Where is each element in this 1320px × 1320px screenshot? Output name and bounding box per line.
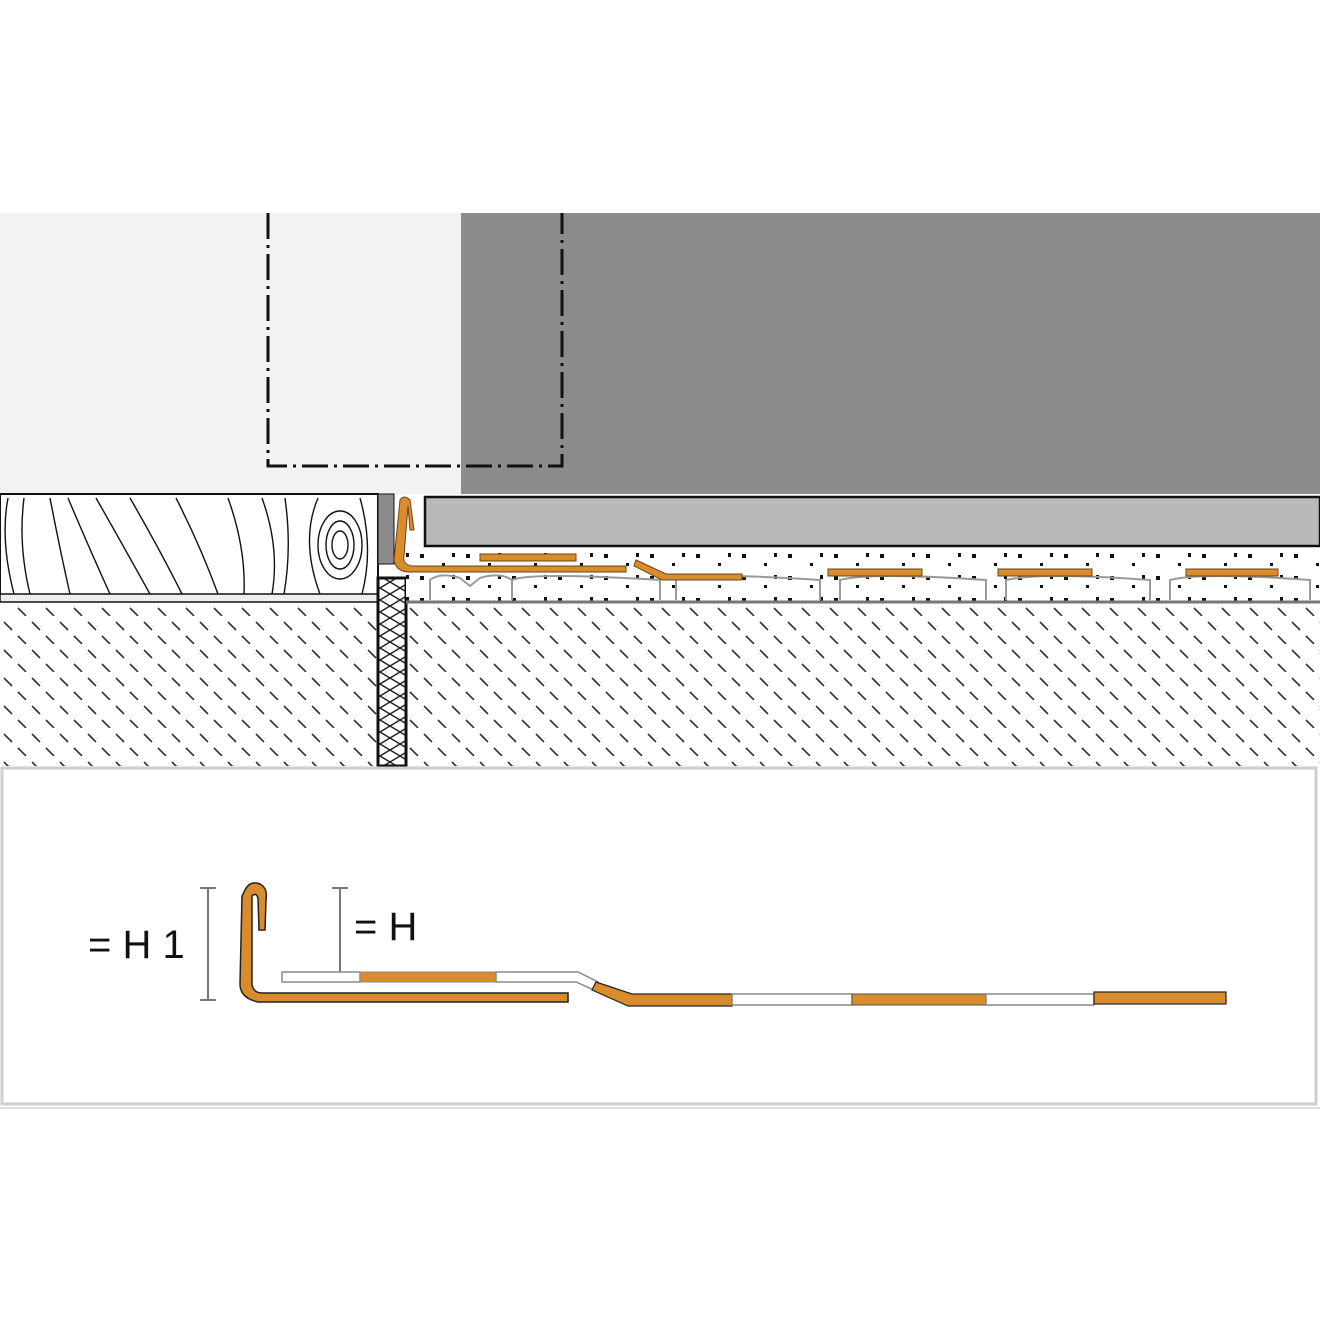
h1-label: = H 1 — [88, 923, 185, 967]
h-dimension — [332, 887, 348, 972]
tile — [423, 495, 1320, 548]
expansion-joint — [376, 576, 408, 768]
h1-dimension — [200, 887, 216, 1001]
transition-profile — [393, 496, 1279, 581]
wood-floor — [0, 493, 379, 603]
profile-detail-panel: = H 1 = H — [0, 766, 1318, 1106]
h-label: = H — [354, 905, 417, 949]
wall-section — [0, 213, 1320, 495]
adhesive-bed — [406, 494, 1320, 604]
dash-dot-outline — [266, 213, 564, 468]
concrete-substrate — [0, 602, 1320, 766]
